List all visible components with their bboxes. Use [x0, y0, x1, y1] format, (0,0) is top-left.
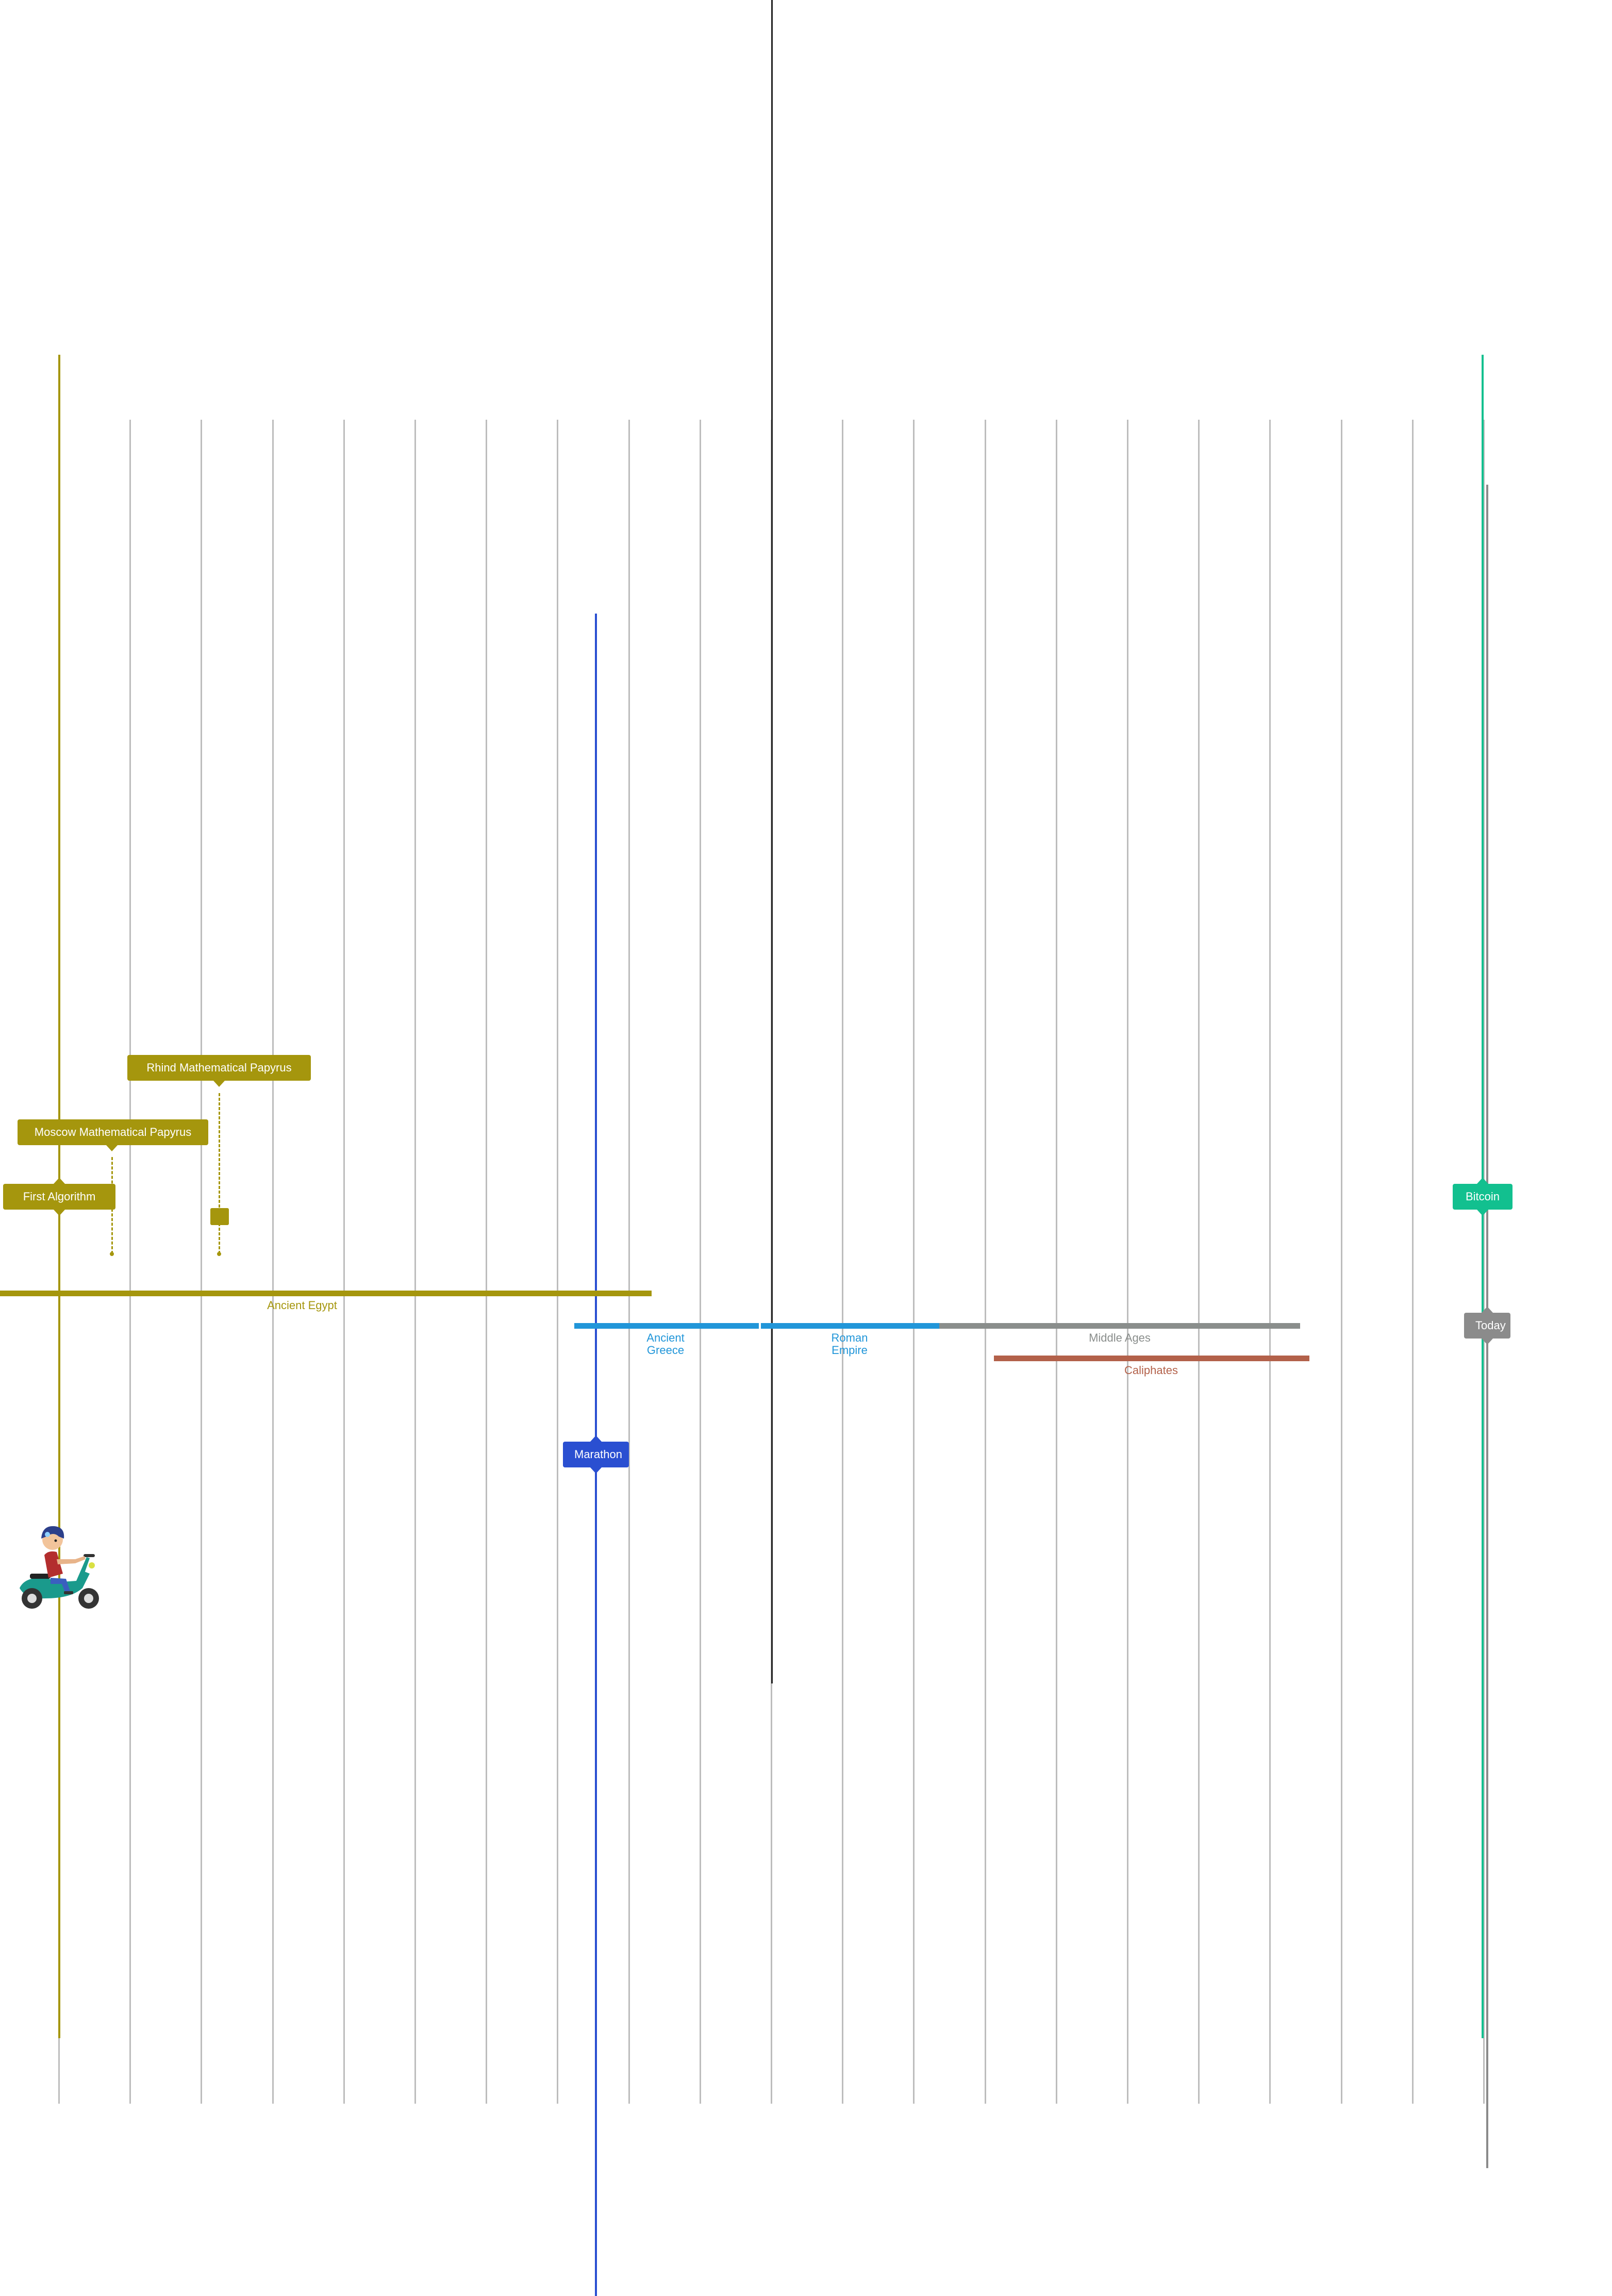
event-rhind-papyrus[interactable]: Rhind Mathematical Papyrus: [127, 1055, 311, 1081]
period-ancient-egypt-text: Ancient Egypt: [267, 1299, 337, 1312]
event-rhind-papyrus-pointer: [213, 1081, 225, 1087]
center-line: [771, 0, 773, 1683]
event-today[interactable]: Today: [1464, 1313, 1510, 1339]
grid-line: [486, 420, 487, 2104]
event-marathon-label: Marathon: [574, 1448, 622, 1461]
event-moscow-papyrus-label: Moscow Mathematical Papyrus: [34, 1126, 192, 1138]
period-ancient-greece-bar[interactable]: [574, 1323, 759, 1329]
grid-line: [628, 420, 630, 2104]
period-roman-empire-bar[interactable]: [761, 1323, 939, 1329]
event-bitcoin-pointer-top: [1477, 1178, 1488, 1184]
grid-line: [1198, 420, 1200, 2104]
period-middle-ages-label: Middle Ages: [1068, 1332, 1171, 1344]
rhind-connector: [219, 1093, 220, 1254]
grid-line: [1412, 420, 1414, 2104]
grid-line: [557, 420, 558, 2104]
grid-line: [1056, 420, 1057, 2104]
event-marathon[interactable]: Marathon: [563, 1442, 629, 1467]
event-bitcoin[interactable]: Bitcoin: [1453, 1184, 1513, 1210]
period-ancient-greece-line1: Ancient: [646, 1331, 685, 1344]
event-today-pointer-bottom: [1482, 1339, 1493, 1345]
period-ancient-egypt-label: Ancient Egypt: [251, 1299, 354, 1312]
period-ancient-egypt-bar[interactable]: [0, 1291, 652, 1296]
event-first-algorithm[interactable]: First Algorithm: [3, 1184, 115, 1210]
rhind-marker[interactable]: [210, 1208, 229, 1225]
rhind-dot: [217, 1252, 221, 1256]
event-first-algorithm-pointer-top: [54, 1178, 65, 1184]
event-marathon-pointer-top: [590, 1435, 602, 1442]
period-caliphates-label: Caliphates: [1100, 1364, 1203, 1377]
period-ancient-greece-label: Ancient Greece: [614, 1332, 717, 1357]
event-today-label: Today: [1475, 1319, 1506, 1332]
grid-line: [985, 420, 986, 2104]
grid-line: [1483, 420, 1485, 2104]
period-middle-ages-text: Middle Ages: [1089, 1331, 1151, 1344]
period-caliphates-bar[interactable]: [994, 1356, 1309, 1361]
period-roman-empire-line2: Empire: [832, 1344, 868, 1357]
grid-line: [129, 420, 131, 2104]
grid-line: [272, 420, 274, 2104]
grid-line: [842, 420, 843, 2104]
event-bitcoin-pointer-bottom: [1477, 1210, 1488, 1216]
event-today-pointer-top: [1482, 1307, 1493, 1313]
period-roman-empire-line1: Roman: [831, 1331, 868, 1344]
grid-line: [201, 420, 202, 2104]
grid-line: [1269, 420, 1271, 2104]
grid-line: [913, 420, 915, 2104]
event-first-algorithm-label: First Algorithm: [23, 1190, 96, 1203]
period-caliphates-text: Caliphates: [1124, 1364, 1178, 1377]
grid-line: [1341, 420, 1342, 2104]
event-first-algorithm-pointer-bottom: [54, 1210, 65, 1216]
event-moscow-papyrus-pointer: [106, 1145, 118, 1151]
grid-line: [414, 420, 416, 2104]
event-moscow-papyrus[interactable]: Moscow Mathematical Papyrus: [18, 1119, 208, 1145]
period-middle-ages-bar[interactable]: [939, 1323, 1300, 1329]
event-marathon-pointer-bottom: [590, 1467, 602, 1474]
event-bitcoin-label: Bitcoin: [1465, 1190, 1500, 1203]
grid-line: [343, 420, 345, 2104]
moscow-dot: [110, 1252, 114, 1256]
scooter-rider-icon[interactable]: [14, 1516, 102, 1619]
grid-line: [700, 420, 701, 2104]
period-ancient-greece-line2: Greece: [646, 1344, 685, 1357]
period-roman-empire-label: Roman Empire: [798, 1332, 901, 1357]
grid-line: [1127, 420, 1128, 2104]
event-rhind-papyrus-label: Rhind Mathematical Papyrus: [146, 1061, 292, 1074]
